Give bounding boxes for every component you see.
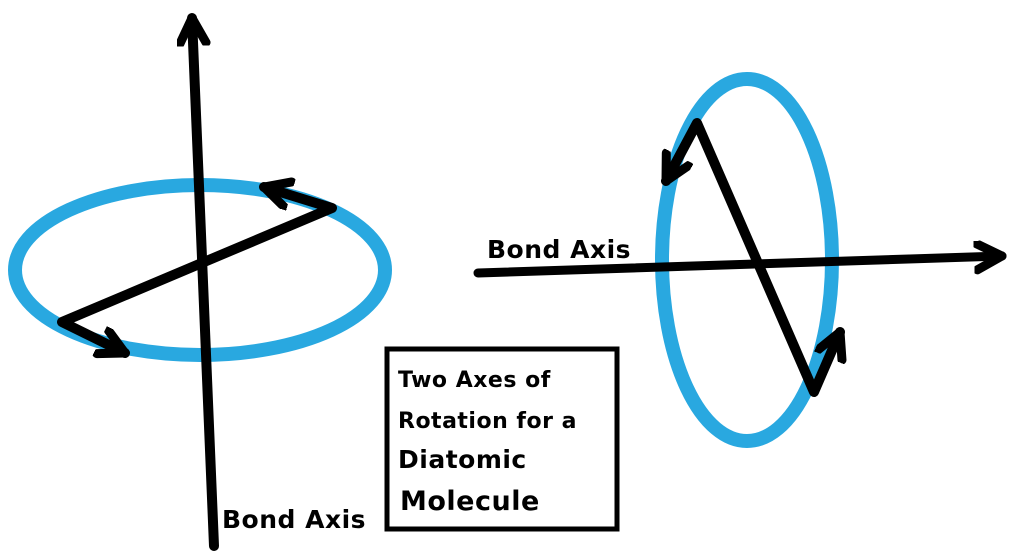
bond-axis-label-left: Bond Axis <box>222 505 366 534</box>
caption-line-3: Diatomic <box>398 445 527 474</box>
molecule-rotation-arrow-right <box>661 118 840 397</box>
molecule-rotation-arrow-left <box>57 187 337 353</box>
caption-line-1: Two Axes of <box>398 368 551 393</box>
bond-axis-arrow-left <box>192 13 219 551</box>
bond-axis-label-right: Bond Axis <box>487 235 631 264</box>
caption-box-border <box>384 346 620 532</box>
caption-line-4: Molecule <box>400 486 540 517</box>
caption-line-2: Rotation for a <box>398 409 577 434</box>
right-rotation-diagram: Bond Axis <box>473 72 1007 448</box>
left-rotation-diagram: Bond Axis <box>8 13 392 551</box>
caption-box: Two Axes of Rotation for a Diatomic Mole… <box>384 346 620 532</box>
